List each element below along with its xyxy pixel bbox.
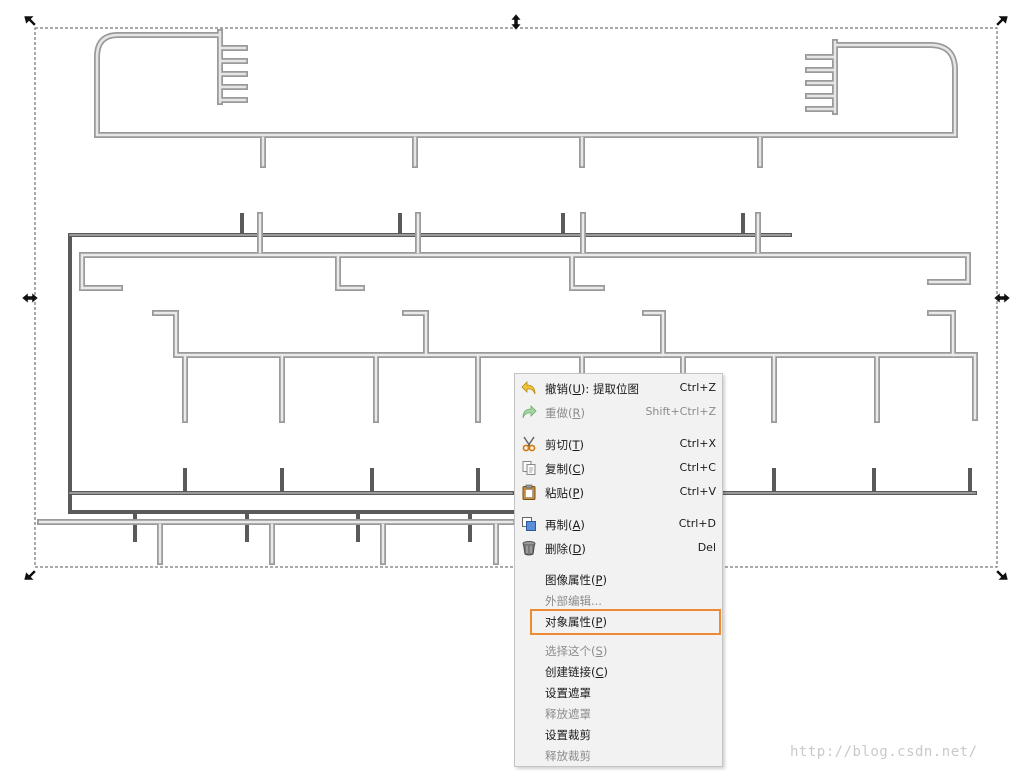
trash-icon: [521, 540, 537, 556]
menu-item-create-link[interactable]: 创建链接(C): [545, 665, 609, 679]
shortcut-duplicate: Ctrl+D: [678, 517, 716, 530]
menu-item-duplicate[interactable]: 再制(A) Ctrl+D: [515, 513, 722, 535]
menu-item-select-this[interactable]: 选择这个(S): [545, 644, 608, 658]
menu-item-cut[interactable]: 剪切(T) Ctrl+X: [515, 433, 722, 455]
menu-item-edit-externally[interactable]: 外部编辑...: [545, 594, 602, 608]
menu-item-release-mask[interactable]: 释放遮罩: [545, 707, 591, 721]
resize-handle-top-left[interactable]: [23, 15, 37, 27]
paste-icon: [521, 484, 537, 500]
bitmap-image[interactable]: [37, 29, 978, 565]
shortcut-redo: Shift+Ctrl+Z: [645, 405, 716, 418]
menu-item-delete[interactable]: 删除(D) Del: [515, 537, 722, 559]
resize-handle-right[interactable]: [993, 292, 1011, 304]
menu-item-object-properties[interactable]: 对象属性(P): [545, 615, 607, 629]
menu-item-image-properties[interactable]: 图像属性(P): [545, 573, 607, 587]
shortcut-copy: Ctrl+C: [679, 461, 716, 474]
watermark: http://blog.csdn.net/: [790, 744, 978, 760]
menu-item-set-clip[interactable]: 设置裁剪: [545, 728, 591, 742]
shortcut-paste: Ctrl+V: [679, 485, 716, 498]
resize-handle-left[interactable]: [21, 292, 39, 304]
menu-item-copy[interactable]: 复制(C) Ctrl+C: [515, 457, 722, 479]
shortcut-undo: Ctrl+Z: [679, 381, 716, 394]
menu-item-undo[interactable]: 撤销(U): 提取位图 Ctrl+Z: [515, 377, 722, 399]
menu-item-set-mask[interactable]: 设置遮罩: [545, 686, 591, 700]
highlight-box: [530, 609, 721, 635]
menu-item-release-clip[interactable]: 释放裁剪: [545, 749, 591, 763]
resize-handle-bottom-left[interactable]: [23, 569, 37, 581]
scissors-icon: [521, 436, 537, 452]
menu-item-redo[interactable]: 重做(R) Shift+Ctrl+Z: [515, 401, 722, 423]
shortcut-cut: Ctrl+X: [679, 437, 716, 450]
shortcut-delete: Del: [697, 541, 716, 554]
resize-handle-top-right[interactable]: [995, 15, 1009, 27]
resize-handle-bottom-right[interactable]: [995, 569, 1009, 581]
copy-icon: [521, 460, 537, 476]
undo-icon: [521, 380, 537, 396]
context-menu: 撤销(U): 提取位图 Ctrl+Z 重做(R) Shift+Ctrl+Z 剪切…: [514, 373, 723, 767]
menu-item-paste[interactable]: 粘贴(P) Ctrl+V: [515, 481, 722, 503]
redo-icon: [521, 404, 537, 420]
resize-handle-top[interactable]: [510, 13, 522, 31]
duplicate-icon: [521, 516, 537, 532]
